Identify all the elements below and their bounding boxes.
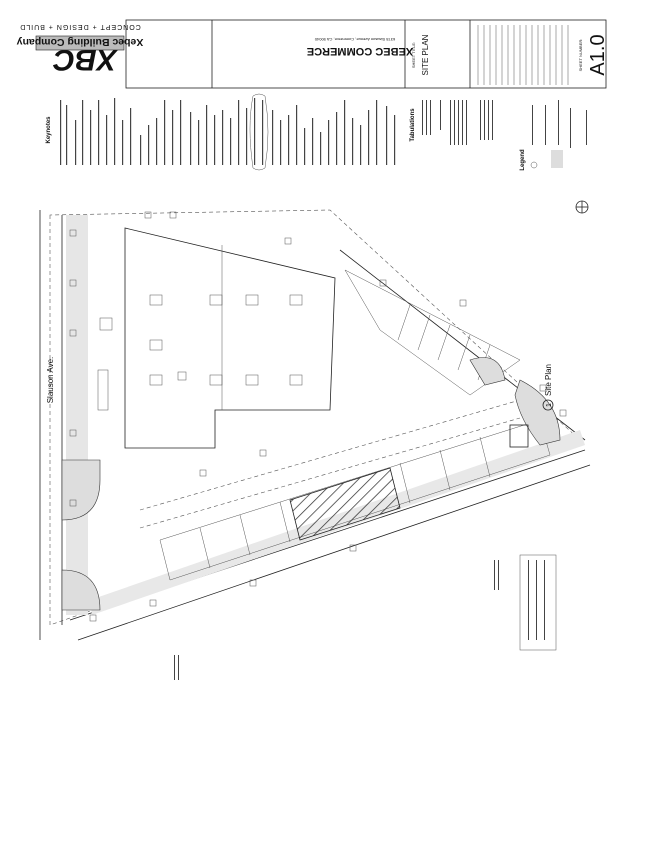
project-address: 6378 Slauson Avenue, Commerce, CA 90040 bbox=[314, 37, 395, 42]
legend-heading: Legend bbox=[520, 149, 526, 171]
legend: Legend bbox=[520, 100, 587, 171]
building-footprint bbox=[124, 227, 336, 449]
sheet-index-lines bbox=[477, 25, 569, 85]
tabulations-heading: Tabulations bbox=[410, 108, 416, 142]
street-label: Slauson Ave. bbox=[46, 357, 55, 404]
company-name-box: Xebec Building Company bbox=[17, 35, 144, 51]
keynote-lines bbox=[60, 98, 396, 165]
tabulations: Tabulations bbox=[410, 100, 493, 145]
revision-cloud bbox=[249, 93, 269, 171]
keynotes-heading: Keynotes bbox=[46, 116, 52, 144]
view-title: 1 Site Plan bbox=[542, 364, 554, 411]
company-tagline: CONCEPT + DESIGN + BUILD bbox=[19, 23, 141, 30]
loading-zone bbox=[289, 467, 401, 541]
sheet-number: A1.0 bbox=[587, 34, 609, 75]
sheet-number-label: SHEET NUMBER: bbox=[578, 39, 583, 72]
sheet-title: SITE PLAN bbox=[421, 34, 430, 75]
svg-text:Xebec Building Company: Xebec Building Company bbox=[17, 36, 144, 48]
roof-units bbox=[149, 294, 303, 386]
sheet-title-label: SHEET TITLE: bbox=[411, 42, 416, 68]
project-name: XEBEC COMMERCE bbox=[307, 45, 413, 57]
north-arrow-icon bbox=[575, 200, 589, 214]
title-block: XBC Xebec Building Company CONCEPT + DES… bbox=[17, 19, 609, 89]
keynotes: Keynotes bbox=[46, 93, 396, 171]
view-title-text: Site Plan bbox=[544, 364, 553, 396]
general-notes bbox=[174, 554, 557, 680]
parking-stall-icon bbox=[530, 161, 538, 169]
view-number: 1 bbox=[546, 403, 553, 407]
site-plan-drawing: Slauson Ave. bbox=[39, 209, 591, 641]
